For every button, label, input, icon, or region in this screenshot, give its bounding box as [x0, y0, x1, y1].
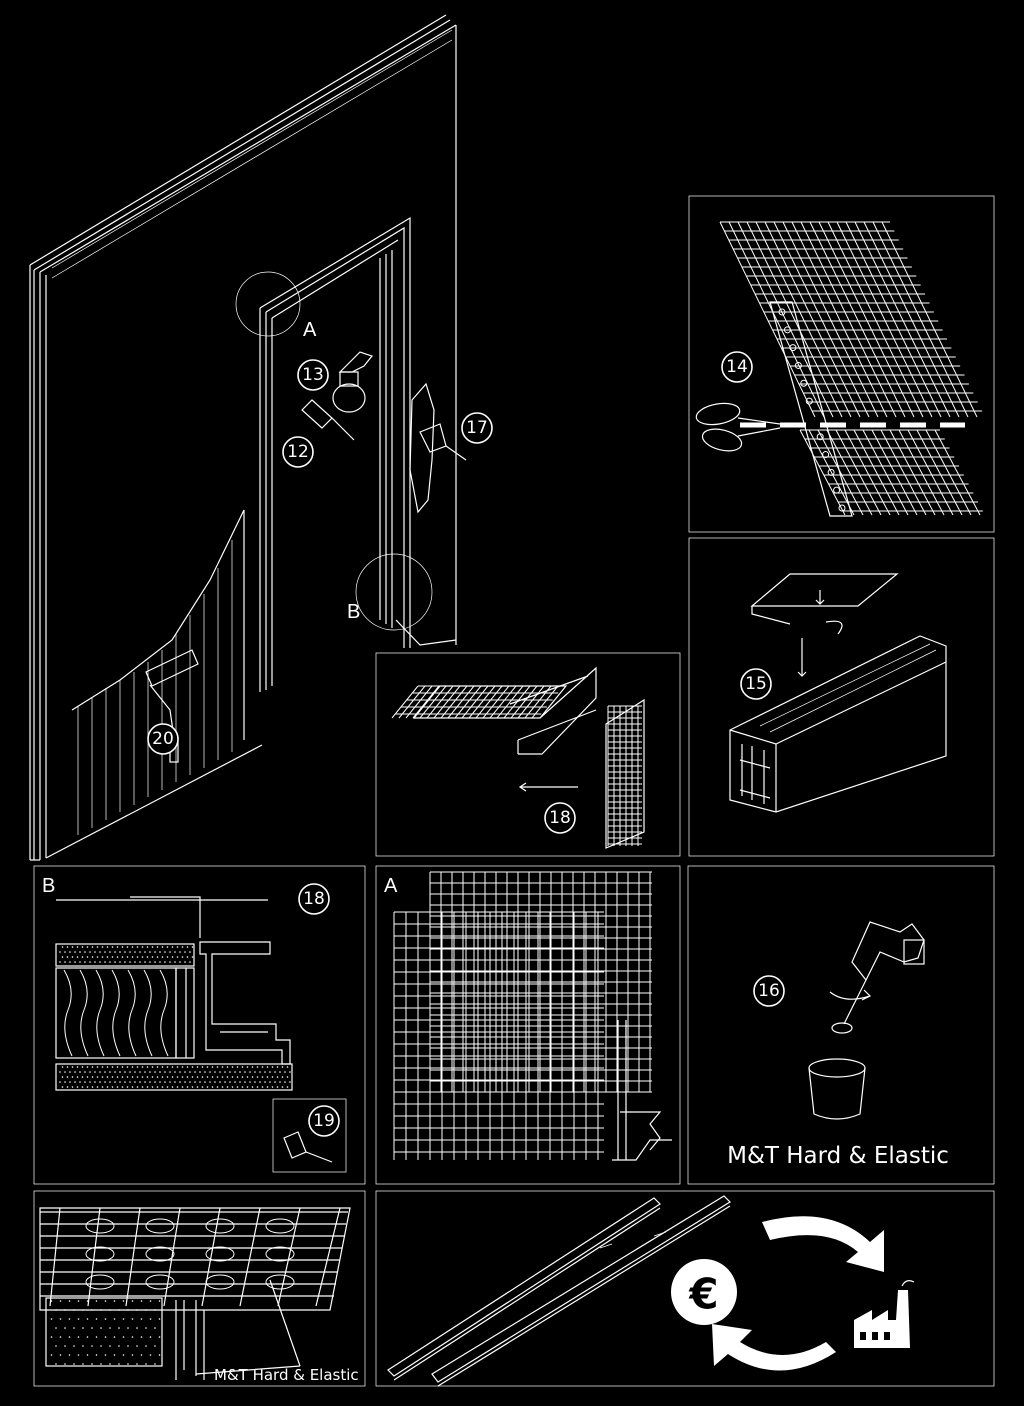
detail-label-a: A	[303, 319, 317, 341]
step-marker-13: 13	[297, 359, 329, 391]
panel-recycling: €	[375, 1190, 995, 1387]
svg-text:12: 12	[287, 442, 309, 462]
panel-a-label: A	[384, 875, 398, 897]
mesh-upper	[719, 221, 983, 418]
panel-a-mesh-detail: A	[375, 865, 681, 1185]
spray-bottle-icon	[332, 351, 374, 413]
product-name: M&T Hard & Elastic	[727, 1143, 949, 1169]
svg-text:18: 18	[549, 808, 571, 828]
plaster-area	[71, 509, 245, 835]
spatula-small-icon	[283, 1131, 333, 1163]
scissors-icon	[695, 402, 781, 452]
step-marker-16: 16	[753, 975, 785, 1007]
panel-14-mesh-cut: 14	[688, 195, 995, 533]
door-frame	[259, 216, 457, 692]
svg-text:17: 17	[466, 418, 488, 438]
step-marker-17: 17	[461, 412, 493, 444]
detail-circle-b	[355, 553, 433, 631]
svg-text:19: 19	[313, 1111, 335, 1131]
step-marker-18b: 18	[298, 883, 330, 915]
recycle-arrow-icon	[712, 1216, 884, 1371]
panel-18-mesh-profile: 18	[375, 652, 681, 857]
brush-icon	[301, 399, 355, 441]
step-marker-12: 12	[282, 436, 314, 468]
panel-b-label: B	[42, 875, 55, 897]
profile-rails	[387, 1195, 731, 1387]
wall-perspective: A B 13 12 17 20	[29, 14, 493, 861]
spatula-icon	[409, 382, 467, 514]
svg-text:18: 18	[303, 889, 325, 909]
factory-icon	[854, 1280, 915, 1348]
detail-label-b: B	[347, 601, 360, 623]
bucket-icon	[808, 1058, 866, 1120]
step-marker-15: 15	[740, 668, 772, 700]
svg-text:€: €	[688, 1270, 718, 1319]
step-marker-18: 18	[544, 802, 576, 834]
panel-15-profile: 15	[688, 537, 995, 857]
step-marker-19: 19	[308, 1105, 340, 1137]
svg-text:15: 15	[745, 674, 767, 694]
step-marker-20: 20	[147, 723, 179, 755]
svg-text:13: 13	[302, 365, 324, 385]
detail-circle-a	[235, 271, 301, 337]
product-name-callout: M&T Hard & Elastic	[214, 1366, 359, 1384]
panel-16-mixing: 16 M&T Hard & Elastic	[687, 865, 995, 1185]
svg-text:16: 16	[758, 981, 780, 1001]
svg-text:14: 14	[726, 357, 748, 377]
step-marker-14: 14	[721, 351, 753, 383]
panel-b-section: B 18 19	[33, 865, 366, 1185]
panel-mesh-profile-detail: M&T Hard & Elastic	[33, 1190, 366, 1387]
euro-icon: €	[671, 1259, 737, 1325]
svg-text:20: 20	[152, 729, 174, 749]
mesh-lower	[799, 429, 983, 516]
drill-mixer-icon	[829, 921, 925, 1034]
